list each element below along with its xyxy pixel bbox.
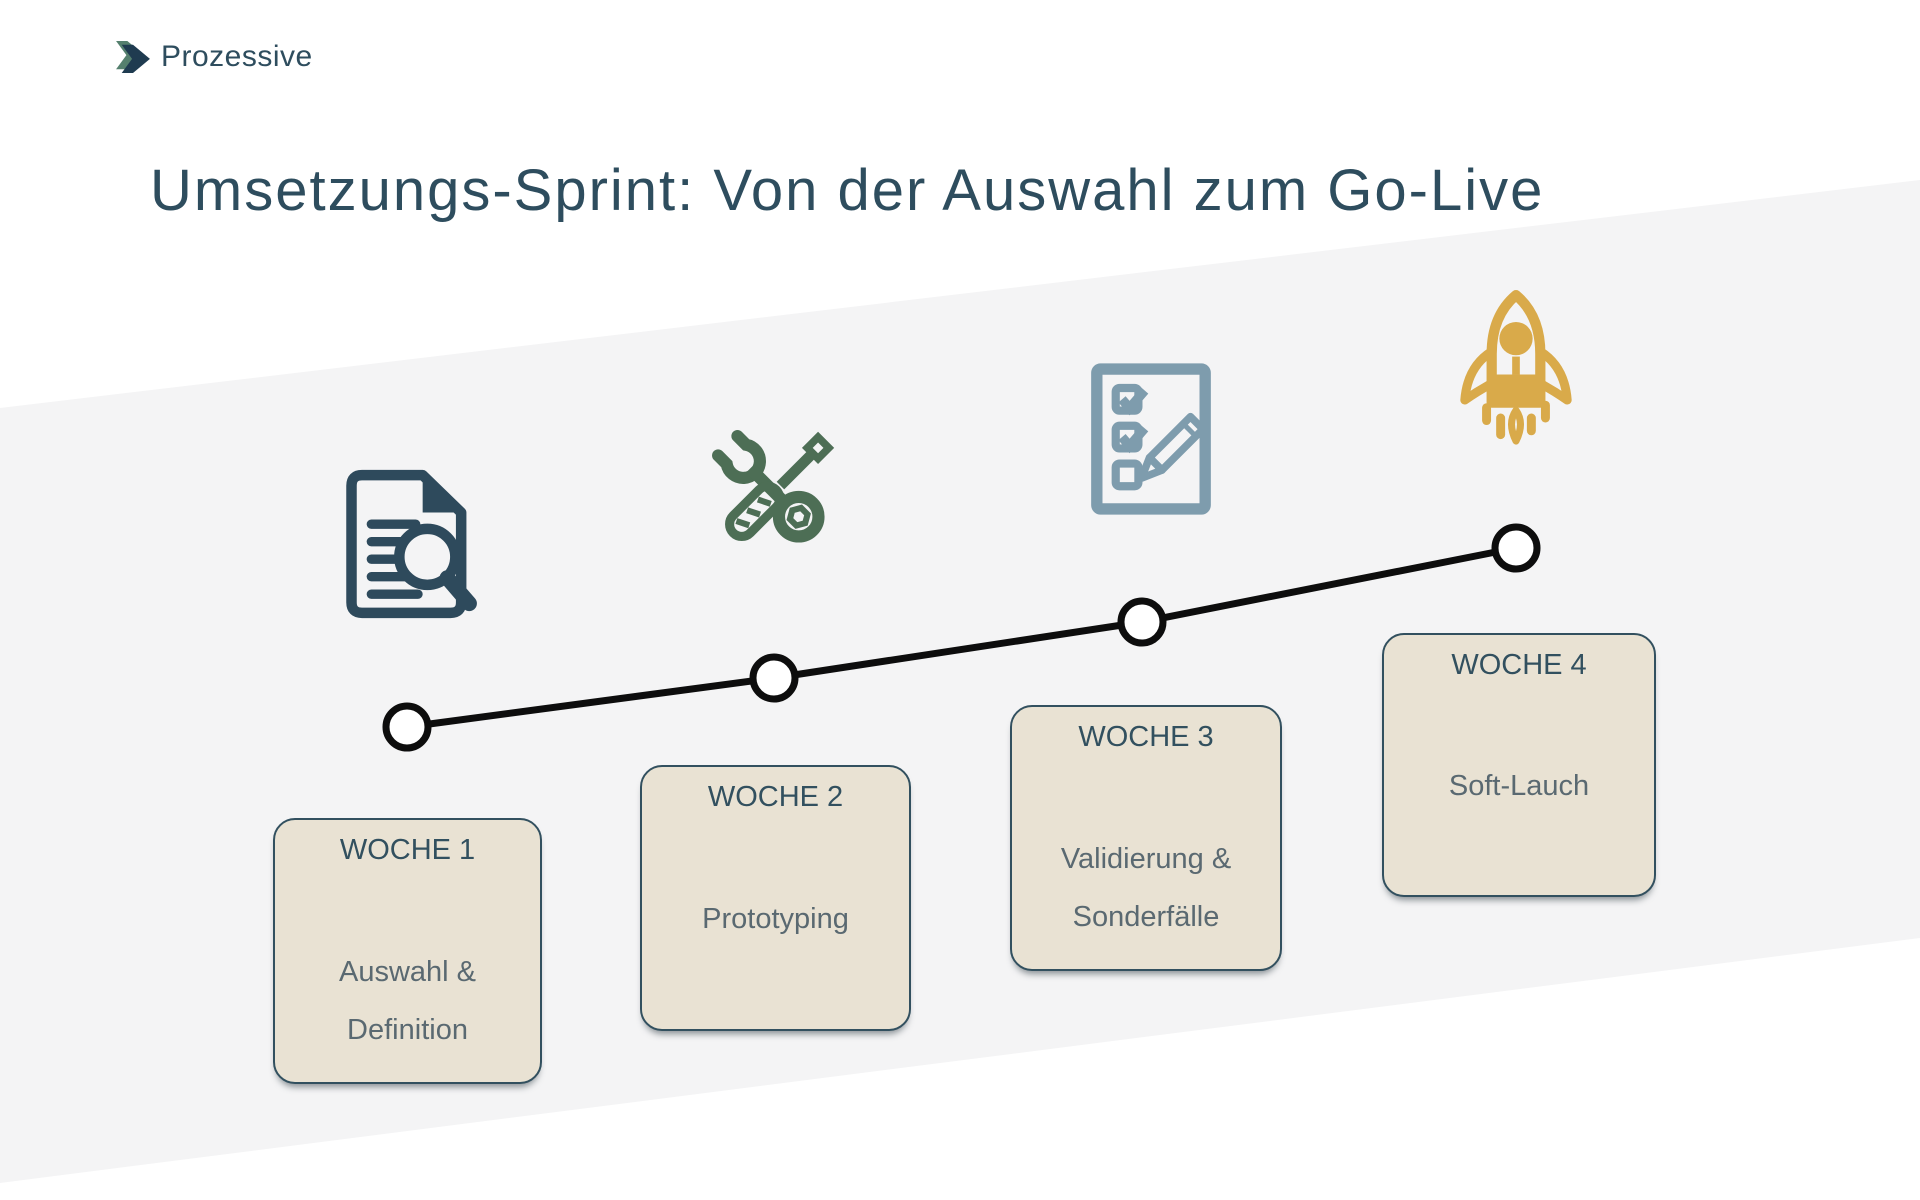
timeline-node-week3: [1117, 597, 1167, 647]
timeline-node-week2: [749, 653, 799, 703]
week-card-1: WOCHE 1 Auswahl & Definition: [273, 818, 542, 1084]
week-card-4: WOCHE 4 Soft-Lauch: [1382, 633, 1656, 897]
brand-logo: Prozessive: [114, 40, 313, 74]
week-4-label: WOCHE 4: [1451, 649, 1587, 681]
week-card-2: WOCHE 2 Prototyping: [640, 765, 911, 1031]
timeline-node-week1: [382, 702, 432, 752]
week-3-description: Validierung & Sonderfälle: [1060, 843, 1232, 934]
page-title: Umsetzungs-Sprint: Von der Auswahl zum G…: [150, 157, 1545, 223]
week-2-label: WOCHE 2: [707, 781, 844, 813]
week-4-description: Soft-Lauch: [1448, 770, 1590, 803]
brand-name: Prozessive: [161, 40, 313, 73]
week-1-label: WOCHE 1: [339, 834, 476, 866]
timeline-node-week4: [1491, 523, 1541, 573]
rocket-icon: [1460, 290, 1572, 445]
week-2-description: Prototyping: [702, 903, 849, 936]
tools-icon: [712, 430, 835, 543]
timeline-line: [403, 544, 1520, 731]
week-card-3: WOCHE 3 Validierung & Sonderfälle: [1010, 705, 1282, 971]
brand-chevron-icon: [116, 41, 150, 73]
checklist-pencil-icon: [1091, 363, 1211, 515]
document-search-icon: [346, 469, 477, 619]
week-3-label: WOCHE 3: [1078, 721, 1214, 753]
week-1-description: Auswahl & Definition: [338, 956, 476, 1047]
